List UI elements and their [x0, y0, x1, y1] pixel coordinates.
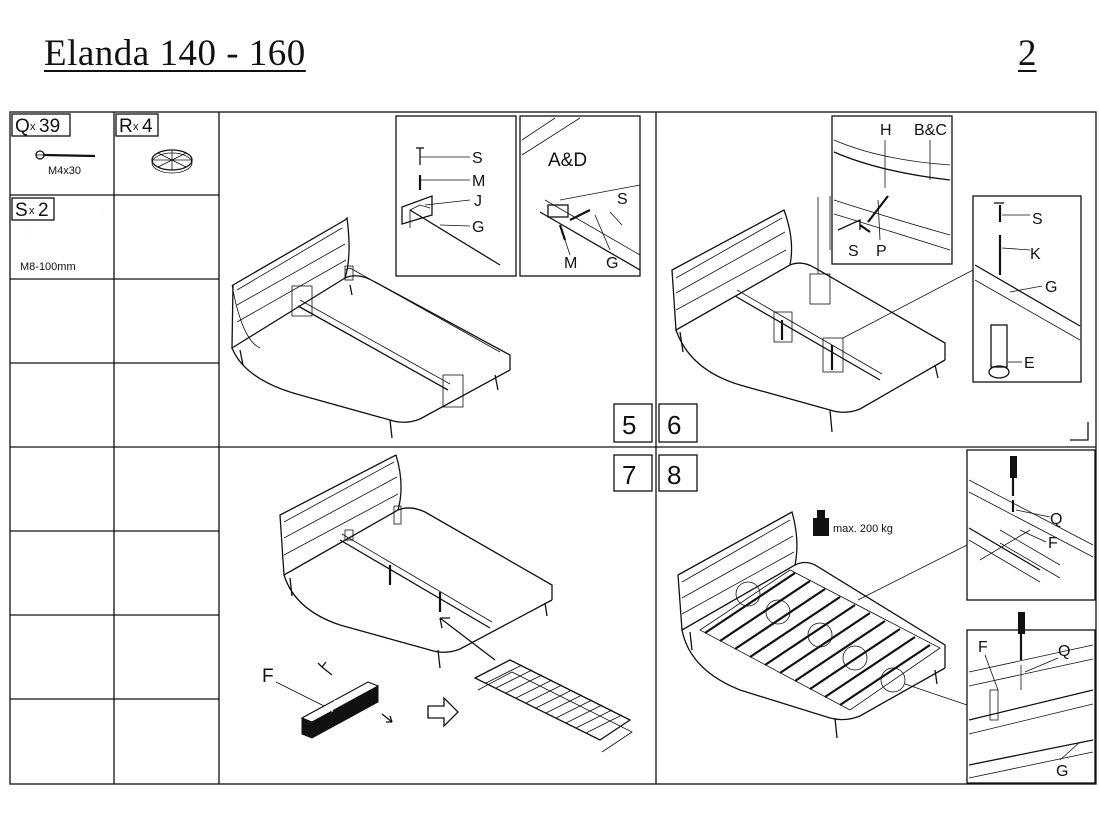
screw-icon — [35, 150, 96, 160]
part-s-letter: S — [15, 200, 28, 221]
part-s-qty: 2 — [38, 200, 49, 221]
part-r-cell: R x 4 — [115, 113, 193, 174]
callout-s-6a: S — [848, 243, 859, 260]
detail-leg-drawing — [974, 202, 1081, 379]
callout-p-6: P — [876, 243, 887, 260]
detail-slat-fix-top-drawing — [968, 456, 1094, 583]
slat-holder-drawing — [275, 661, 393, 739]
direction-arrow-icon — [427, 696, 459, 728]
callout-q-8a: Q — [1050, 511, 1062, 528]
callout-s-6b: S — [1032, 211, 1043, 228]
callout-k-6: K — [1030, 246, 1041, 263]
svg-text:x: x — [133, 121, 139, 133]
bed-with-slats-drawing — [677, 511, 968, 739]
detail-rail-drawing — [521, 117, 641, 271]
callout-g-6: G — [1045, 279, 1057, 296]
hex-key-icon — [24, 210, 104, 251]
callout-ad-5: A&D — [548, 150, 587, 171]
part-q-qty: 39 — [39, 116, 60, 137]
parts-grid — [9, 111, 1097, 785]
part-q-letter: Q — [15, 116, 30, 137]
callout-e-6: E — [1024, 355, 1035, 372]
callout-h-6: H — [880, 122, 892, 139]
step-6-illustration: 6 — [658, 115, 1089, 443]
callout-m-5b: M — [564, 255, 577, 272]
part-q-cell: Q x 39 M4x30 — [11, 113, 96, 177]
callout-s-5b: S — [617, 191, 628, 208]
svg-text:x: x — [29, 205, 35, 217]
callout-g-5a: G — [472, 219, 484, 236]
step-5-number: 5 — [622, 410, 636, 440]
part-r-qty: 4 — [142, 116, 153, 137]
callout-f-8a: F — [1048, 535, 1058, 552]
weight-icon — [813, 510, 829, 536]
callout-m-5a: M — [472, 173, 485, 190]
callout-f-8b: F — [978, 639, 988, 656]
callout-g-8: G — [1056, 763, 1068, 780]
step-7-illustration: 7 — [262, 454, 653, 753]
detail-bracket-drawing — [401, 147, 501, 266]
load-label: max. 200 kg — [833, 523, 893, 535]
callout-g-5b: G — [606, 255, 618, 272]
bed-frame-drawing — [279, 454, 553, 669]
callout-j-5: J — [474, 193, 482, 210]
step-7-number: 7 — [622, 460, 636, 490]
svg-text:x: x — [30, 121, 36, 133]
part-s-spec: M8-100mm — [20, 261, 76, 273]
callout-bc-6: B&C — [914, 122, 947, 139]
step-6-number: 6 — [667, 410, 681, 440]
step-8-illustration: 8 max. 200 kg — [658, 449, 1096, 784]
step-5-illustration: S M J G A&D S M G 5 — [231, 115, 653, 443]
callout-s-5a: S — [472, 150, 483, 167]
page-number: 2 — [1018, 33, 1037, 74]
slat-roll-drawing — [473, 659, 633, 753]
step-8-number: 8 — [667, 460, 681, 490]
part-q-spec: M4x30 — [48, 165, 81, 177]
part-r-letter: R — [119, 116, 133, 137]
detail-slat-fix-bottom-drawing — [968, 612, 1094, 779]
floor-protector-icon — [151, 149, 193, 174]
callout-f-7: F — [262, 666, 274, 687]
callout-q-8b: Q — [1058, 643, 1070, 660]
part-s-cell: S x 2 M8-100mm — [11, 197, 104, 273]
detail-leg-bracket-drawing — [833, 139, 951, 251]
document-title: Elanda 140 - 160 — [44, 33, 306, 74]
bed-frame-drawing — [231, 216, 511, 439]
bed-frame-drawing — [671, 196, 974, 433]
